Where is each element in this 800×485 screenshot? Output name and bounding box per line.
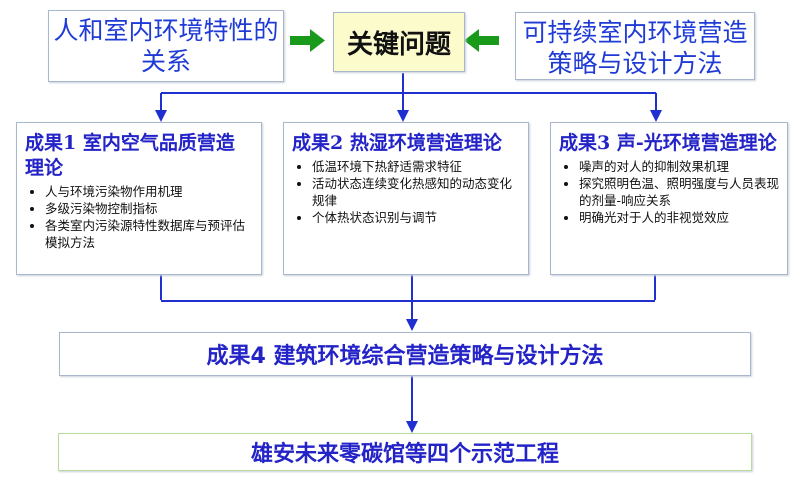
list-item: 低温环境下热舒适需求特征 — [312, 158, 524, 175]
result-title: 成果2 热湿环境营造理论 — [292, 132, 502, 154]
list-item: 探究照明色温、照明强度与人员表现的剂量-响应关系 — [579, 175, 783, 209]
human-environment-box: 人和室内环境特性的关系 — [48, 10, 284, 82]
list-item: 噪声的对人的抑制效果机理 — [579, 158, 783, 175]
list-item: 人与环境污染物作用机理 — [45, 183, 257, 200]
list-item: 个体热状态识别与调节 — [312, 209, 524, 226]
result-title: 成果1 室内空气品质营造理论 — [25, 132, 235, 179]
list-item: 各类室内污染源特性数据库与预评估模拟方法 — [45, 217, 257, 251]
result-3-box: 成果3 声-光环境营造理论 噪声的对人的抑制效果机理探究照明色温、照明强度与人员… — [550, 122, 788, 275]
list-item: 活动状态连续变化热感知的动态变化规律 — [312, 175, 524, 209]
list-item: 明确光对于人的非视觉效应 — [579, 209, 783, 226]
green-arrow-left — [464, 29, 499, 52]
list-item: 多级污染物控制指标 — [45, 200, 257, 217]
result-title: 成果3 声-光环境营造理论 — [559, 132, 777, 154]
result-2-box: 成果2 热湿环境营造理论 低温环境下热舒适需求特征活动状态连续变化热感知的动态变… — [283, 122, 529, 275]
result-1-box: 成果1 室内空气品质营造理论 人与环境污染物作用机理多级污染物控制指标各类室内污… — [16, 122, 262, 275]
sustainable-strategy-box: 可持续室内环境营造策略与设计方法 — [515, 12, 755, 80]
demo-projects-box: 雄安未来零碳馆等四个示范工程 — [58, 433, 752, 471]
key-issue-box: 关键问题 — [333, 12, 465, 72]
green-arrow-right — [290, 29, 325, 52]
result-4-box: 成果4 建筑环境综合营造策略与设计方法 — [59, 332, 751, 376]
